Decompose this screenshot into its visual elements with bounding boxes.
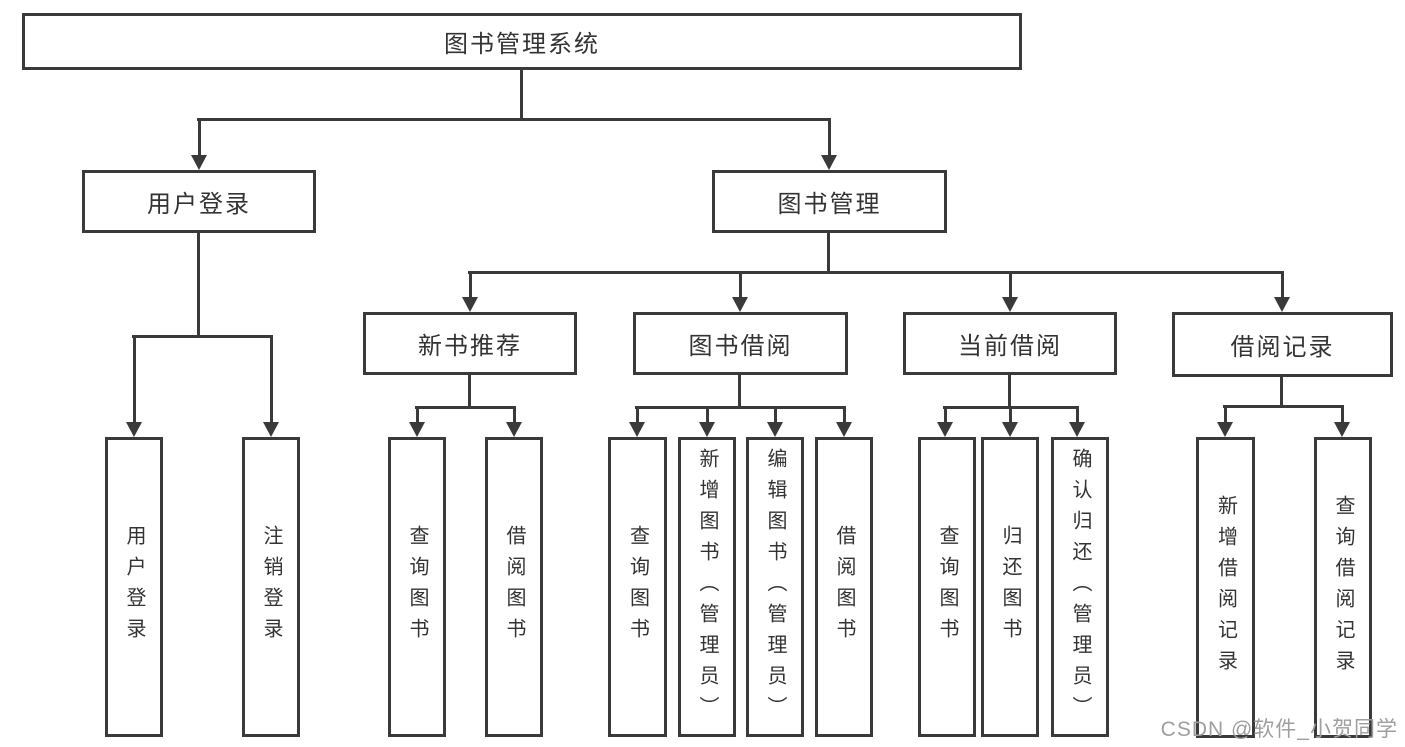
csdn-watermark: CSDN @软件_小贺同学 — [1160, 718, 1398, 741]
arrow-down-icon — [126, 336, 142, 437]
leaf-query-books-borrow: 查询图书 — [608, 437, 667, 737]
node-new-book-recommend: 新书推荐 — [363, 312, 577, 375]
arrow-down-icon — [1274, 272, 1290, 312]
arrow-down-icon — [699, 407, 715, 437]
node-book-management: 图书管理 — [712, 170, 947, 233]
leaf-add-books-admin: 新增图书（管理员） — [678, 437, 736, 737]
node-current-borrow: 当前借阅 — [903, 312, 1117, 375]
leaf-edit-books-admin: 编辑图书（管理员） — [746, 437, 804, 737]
leaf-logout: 注销登录 — [242, 437, 300, 737]
leaf-return-books: 归还图书 — [981, 437, 1039, 737]
node-book-borrow: 图书借阅 — [633, 312, 848, 375]
connector-line — [827, 231, 830, 274]
connector-line — [415, 406, 516, 409]
node-borrow-records: 借阅记录 — [1172, 312, 1393, 377]
leaf-confirm-return-admin: 确认归还（管理员） — [1051, 437, 1109, 737]
arrow-down-icon — [937, 407, 953, 437]
connector-line — [635, 406, 846, 409]
leaf-query-books-recommend: 查询图书 — [388, 437, 446, 737]
connector-line — [1223, 405, 1344, 408]
leaf-query-borrow-record: 查询借阅记录 — [1314, 437, 1372, 738]
connector-line — [1008, 373, 1011, 409]
leaf-add-borrow-record: 新增借阅记录 — [1196, 437, 1255, 738]
connector-line — [197, 118, 831, 121]
connector-line — [468, 373, 471, 409]
arrow-down-icon — [1002, 272, 1018, 312]
arrow-down-icon — [409, 407, 425, 437]
arrow-down-icon — [462, 272, 478, 312]
arrow-down-icon — [263, 336, 279, 437]
arrow-down-icon — [1069, 407, 1085, 437]
arrow-down-icon — [767, 407, 783, 437]
node-user-login: 用户登录 — [82, 170, 316, 233]
leaf-borrow-books-recommend: 借阅图书 — [485, 437, 543, 737]
connector-line — [468, 271, 1284, 274]
node-library-management-system: 图书管理系统 — [22, 13, 1022, 70]
leaf-query-books-current: 查询图书 — [918, 437, 976, 737]
leaf-borrow-books: 借阅图书 — [815, 437, 873, 737]
arrow-down-icon — [1217, 406, 1233, 437]
connector-line — [738, 373, 741, 409]
arrow-down-icon — [1002, 407, 1018, 437]
arrow-down-icon — [191, 119, 207, 170]
connector-line — [132, 335, 273, 338]
connector-line — [1280, 375, 1283, 408]
leaf-user-login: 用户登录 — [105, 437, 163, 737]
arrow-down-icon — [836, 407, 852, 437]
connector-line — [197, 231, 200, 338]
arrow-down-icon — [732, 272, 748, 312]
connector-line — [520, 70, 523, 119]
arrow-down-icon — [1334, 406, 1350, 437]
arrow-down-icon — [629, 407, 645, 437]
arrow-down-icon — [821, 119, 837, 170]
arrow-down-icon — [506, 407, 522, 437]
